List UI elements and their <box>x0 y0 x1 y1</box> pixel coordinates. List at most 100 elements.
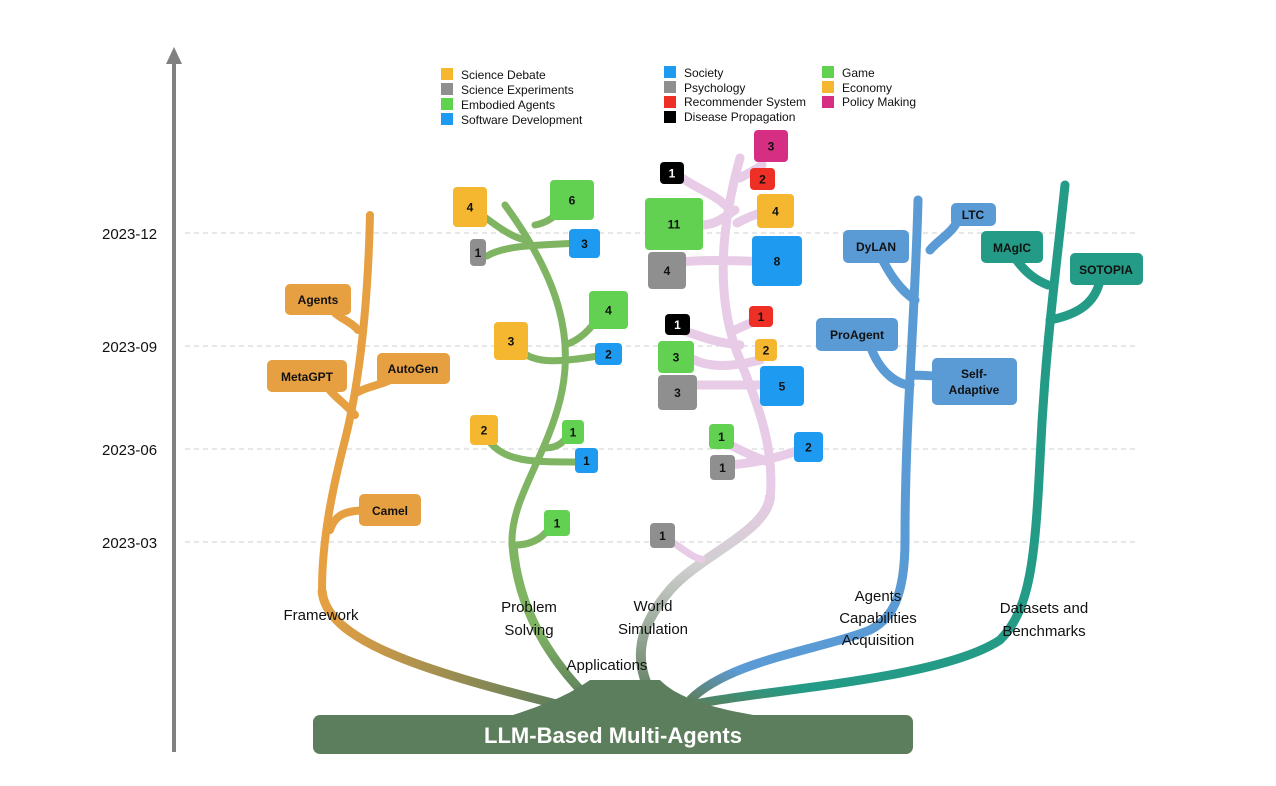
world-simulation-box-policy-making <box>754 130 788 162</box>
node-ltc <box>951 203 996 226</box>
capability-nodes: DyLAN LTC ProAgent Self- Adaptive <box>816 203 1017 405</box>
problem-solving-box-value: 4 <box>605 304 612 318</box>
legend-label-society: Society <box>684 66 723 80</box>
tick-2023-03: 2023-03 <box>102 535 157 552</box>
world-simulation-trunk <box>635 494 775 703</box>
legend-label-game: Game <box>842 66 875 80</box>
tick-2023-12: 2023-12 <box>102 226 157 243</box>
problem-solving-box-embodied-agents <box>589 291 628 329</box>
problem-solving-box-science-debate <box>470 415 498 445</box>
framework-branch <box>318 211 406 594</box>
problem-solving-box-value: 1 <box>570 426 577 440</box>
legend-swatch-disease-propagation <box>664 111 676 123</box>
tick-2023-09: 2023-09 <box>102 339 157 356</box>
world-simulation-box-value: 3 <box>768 140 775 154</box>
world-simulation-box-society <box>760 366 804 406</box>
world-simulation-box-recommender-system <box>749 306 773 327</box>
legend-label-software-development: Software Development <box>461 113 583 127</box>
world-simulation-box-value: 3 <box>673 351 680 365</box>
problem-solving-box-software-development <box>595 343 622 365</box>
world-simulation-box-economy <box>755 339 777 361</box>
time-axis-arrow-icon <box>166 47 182 64</box>
world-simulation-box-psychology <box>658 375 697 410</box>
problem-solving-label-1: Problem <box>501 599 557 616</box>
problem-solving-box-value: 3 <box>581 237 588 251</box>
root-flare <box>510 680 760 716</box>
legend-swatch-embodied-agents <box>441 98 453 110</box>
legend-label-science-debate: Science Debate <box>461 68 546 82</box>
world-simulation-box-value: 3 <box>674 386 681 400</box>
problem-solving-label-2: Solving <box>504 622 553 639</box>
problem-solving-box-value: 1 <box>583 454 590 468</box>
node-camel-label: Camel <box>372 504 408 518</box>
world-simulation-box-value: 1 <box>669 167 676 181</box>
world-simulation-label-2: Simulation <box>618 621 688 638</box>
legend-swatch-economy <box>822 81 834 93</box>
world-simulation-box-value: 2 <box>805 441 812 455</box>
framework-nodes: Agents MetaGPT AutoGen Camel <box>267 284 450 526</box>
legend-swatch-psychology <box>664 81 676 93</box>
problem-solving-box-science-debate <box>494 322 528 360</box>
node-dylan <box>843 230 909 263</box>
world-simulation-box-economy <box>757 194 794 228</box>
problem-solving-box-value: 1 <box>475 246 482 260</box>
node-autogen-label: AutoGen <box>388 362 439 376</box>
capabilities-label-3: Acquisition <box>842 632 915 649</box>
node-agents-label: Agents <box>298 293 339 307</box>
problem-solving-box-software-development <box>569 229 600 258</box>
datasets-label-1: Datasets and <box>1000 600 1088 617</box>
legend-label-psychology: Psychology <box>684 81 745 95</box>
problem-solving-box-embodied-agents <box>550 180 594 220</box>
world-simulation-box-value: 4 <box>772 205 779 219</box>
capabilities-branch <box>865 195 975 635</box>
legend-label-recommender-system: Recommender System <box>684 95 806 109</box>
node-magic <box>981 231 1043 263</box>
problem-solving-box-software-development <box>575 448 598 473</box>
legend-swatch-recommender-system <box>664 96 676 108</box>
problem-solving-box-science-debate <box>453 187 487 227</box>
world-simulation-box-value: 2 <box>759 173 766 187</box>
problem-solving-box-value: 1 <box>554 517 561 531</box>
problem-solving-box-science-experiments <box>470 239 486 266</box>
problem-solving-trunk <box>508 544 594 704</box>
world-simulation-box-value: 5 <box>779 380 786 394</box>
applications-label: Applications <box>567 657 648 674</box>
world-simulation-box-game <box>645 198 703 250</box>
node-agents <box>285 284 351 315</box>
world-simulation-box-value: 1 <box>659 529 666 543</box>
problem-solving-box-value: 4 <box>467 201 474 215</box>
problem-solving-box-value: 6 <box>569 194 576 208</box>
world-simulation-box-society <box>794 432 823 462</box>
legend-label-science-experiments: Science Experiments <box>461 83 574 97</box>
node-self-adaptive <box>932 358 1017 405</box>
world-simulation-box-value: 8 <box>774 255 781 269</box>
node-proagent-label: ProAgent <box>830 328 884 342</box>
world-simulation-box-value: 2 <box>763 344 770 358</box>
world-simulation-box-game <box>658 341 694 373</box>
world-simulation-label-1: World <box>634 598 673 615</box>
datasets-trunk <box>689 636 1003 710</box>
capabilities-label-2: Capabilities <box>839 610 917 627</box>
problem-solving-box-value: 2 <box>605 348 612 362</box>
world-simulation-box-recommender-system <box>750 168 775 190</box>
node-autogen <box>377 353 450 384</box>
world-simulation-box-disease-propagation <box>665 314 690 335</box>
capabilities-label-1: Agents <box>855 588 902 605</box>
problem-solving-box-value: 3 <box>508 335 515 349</box>
legend-swatch-software-development <box>441 113 453 125</box>
legend-label-economy: Economy <box>842 81 892 95</box>
legend-swatch-society <box>664 66 676 78</box>
root-label: LLM-Based Multi-Agents <box>484 723 742 748</box>
problem-solving-box-embodied-agents <box>562 420 584 444</box>
world-simulation-box-value: 4 <box>664 264 671 278</box>
root-bar <box>313 715 913 754</box>
node-ltc-label: LTC <box>962 208 985 222</box>
node-proagent <box>816 318 898 351</box>
world-simulation-box-value: 1 <box>674 318 681 332</box>
node-metagpt <box>267 360 347 392</box>
world-simulation-box-psychology <box>710 455 735 480</box>
